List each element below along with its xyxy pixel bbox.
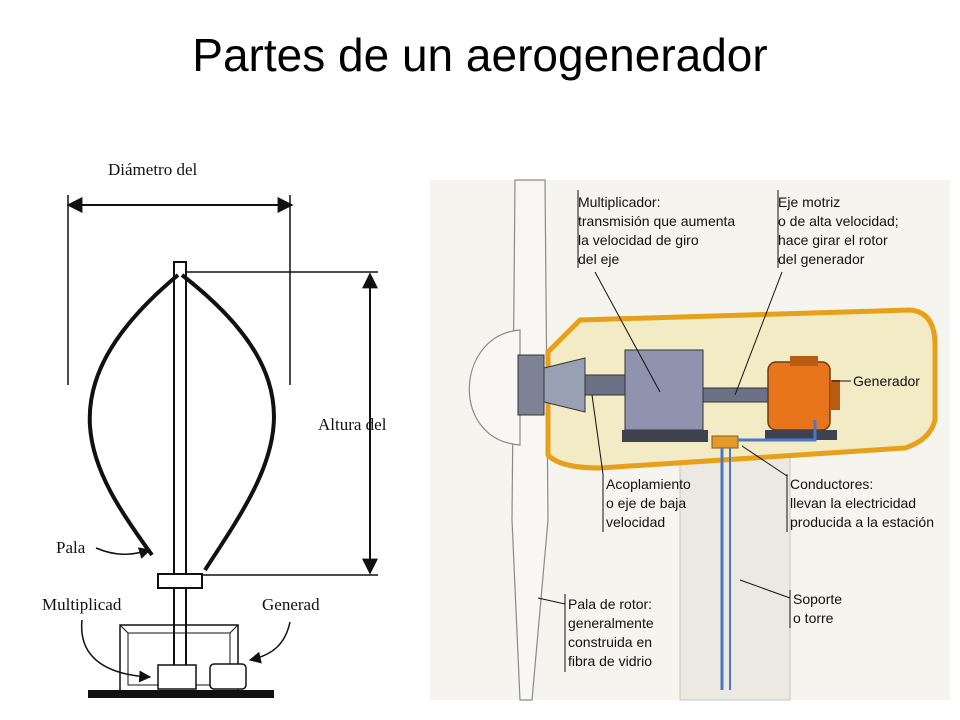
tower (679, 449, 791, 701)
generator (767, 361, 831, 431)
gearbox-mount (622, 430, 708, 442)
generator-pointer (248, 621, 291, 664)
mast-hub (157, 573, 203, 589)
generator-mount (765, 430, 837, 440)
label-eje-motriz: Eje motriz o de alta velocidad; hace gir… (778, 194, 899, 267)
page-title: Partes de un aerogenerador (192, 29, 768, 81)
svg-text:Soporte: Soporte (793, 591, 842, 607)
generator-box (209, 663, 247, 690)
pointer-multiplicador (594, 271, 661, 393)
generator-label: Generad (262, 595, 320, 614)
height-label: Altura del (318, 415, 387, 434)
generator-top (790, 356, 818, 366)
gearbox-pointer (81, 619, 152, 683)
label-generador: Generador (853, 373, 920, 389)
vertical-turbine-diagram: Diámetro del Altura del Pala Multiplicad… (42, 160, 387, 698)
lower-shaft (173, 587, 187, 669)
pointer-acoplamiento (591, 394, 604, 475)
svg-text:velocidad: velocidad (606, 514, 665, 530)
svg-text:transmisión que aumenta: transmisión que aumenta (578, 213, 735, 229)
gearbox-label: Multiplicad (42, 595, 122, 614)
low-speed-shaft (584, 374, 626, 396)
svg-text:o de alta velocidad;: o de alta velocidad; (778, 213, 899, 229)
svg-text:fibra de vidrio: fibra de vidrio (568, 653, 652, 669)
diameter-label: Diámetro del (108, 160, 197, 179)
conductor-cable-top (738, 420, 817, 442)
label-multiplicador: Multiplicador: transmisión que aumenta l… (578, 194, 735, 267)
svg-text:generalmente: generalmente (568, 615, 654, 631)
conductor-junction (711, 435, 739, 449)
generator-end (830, 380, 840, 410)
blade-right (180, 273, 276, 572)
svg-text:del eje: del eje (578, 251, 619, 267)
svg-text:llevan la electricidad: llevan la electricidad (790, 495, 916, 511)
pointer-pala-rotor (537, 597, 566, 605)
rotor-hub (517, 354, 545, 416)
label-pala-rotor: Pala de rotor: generalmente construida e… (568, 596, 654, 669)
svg-text:hace girar el rotor: hace girar el rotor (778, 232, 888, 248)
svg-text:Pala de rotor:: Pala de rotor: (568, 596, 652, 612)
rotor-blade (511, 179, 549, 701)
ground-base (88, 690, 274, 698)
pointer-conductores (741, 445, 788, 477)
blade-label: Pala (56, 538, 86, 557)
blade-left (87, 273, 180, 557)
svg-text:la velocidad de giro: la velocidad de giro (578, 232, 699, 248)
svg-text:o torre: o torre (793, 610, 834, 626)
pointer-eje-motriz (734, 271, 783, 396)
svg-text:Conductores:: Conductores: (790, 476, 873, 492)
svg-text:o eje de baja: o eje de baja (606, 495, 686, 511)
pointer-soporte (739, 579, 791, 599)
nose-cone (468, 329, 521, 446)
label-soporte: Soporte o torre (793, 591, 842, 626)
svg-text:construida en: construida en (568, 634, 652, 650)
blade-pointer (95, 547, 152, 559)
nacelle-cutaway-diagram: Multiplicador: transmisión que aumenta l… (430, 179, 950, 701)
svg-text:producida a la estación: producida a la estación (790, 514, 934, 530)
label-conductores: Conductores: llevan la electricidad prod… (790, 476, 934, 530)
svg-text:Multiplicador:: Multiplicador: (578, 194, 660, 210)
label-acoplamiento: Acoplamiento o eje de baja velocidad (606, 476, 691, 530)
rotor-mast (173, 261, 187, 581)
svg-text:del generador: del generador (778, 251, 865, 267)
svg-text:Acoplamiento: Acoplamiento (606, 476, 691, 492)
gearbox (624, 349, 704, 431)
gearbox-box (157, 664, 197, 690)
low-speed-coupling (543, 357, 586, 413)
svg-text:Eje motriz: Eje motriz (778, 194, 840, 210)
